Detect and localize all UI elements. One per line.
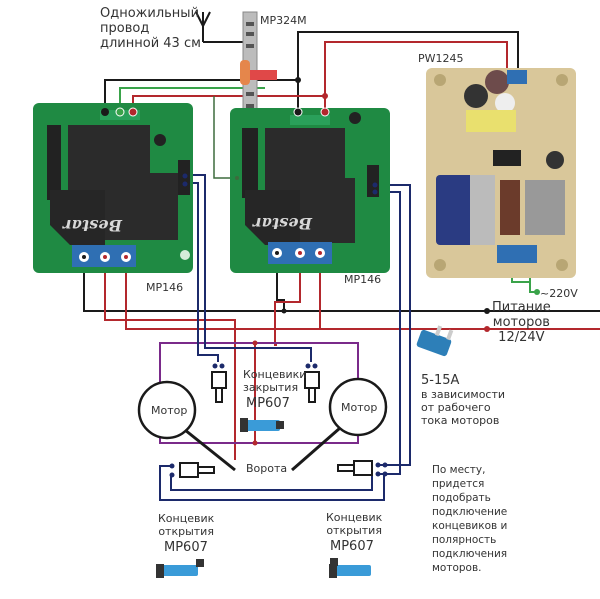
- limit-switch-open-right-icon: [337, 460, 388, 477]
- wire-left-relay-nc: [83, 258, 600, 312]
- wire-navy-bottom-1: [159, 465, 385, 501]
- installation-note: По месту, придется подобрать подключение…: [432, 464, 508, 574]
- wire-navy-right-1: [376, 184, 411, 466]
- motor-right-label: Мотор: [341, 401, 378, 414]
- motor-left-icon: [137, 380, 236, 472]
- wire-right-relay-nc: [276, 252, 285, 311]
- close-switches-label: Концевики закрытия: [243, 368, 307, 394]
- antenna-label: Одножильный провод длинной 43 см: [100, 6, 201, 51]
- wire-left-relay-no: [125, 258, 440, 330]
- fuse-rating-label: 5-15A: [421, 373, 460, 388]
- wire-navy-bottom-2: [170, 476, 373, 491]
- open-switch-left-label: Концевик открытия: [158, 512, 215, 538]
- limit-switch-close-left-icon: [211, 363, 227, 403]
- open-switch-right-label: Концевик открытия: [326, 511, 383, 537]
- receiver-mp324m: [240, 11, 277, 133]
- mp607-photo-open-right-icon: [329, 558, 371, 578]
- motor-power-label: Питание моторов 12/24V: [492, 300, 551, 345]
- relay-board-right: Bestar: [230, 107, 390, 273]
- close-switches-model: MP607: [246, 396, 290, 411]
- gate-label: Ворота: [246, 462, 288, 475]
- wire-black-bus: [104, 79, 298, 108]
- fuse-note-label: в зависимости от рабочего тока моторов: [421, 388, 506, 427]
- psu-label: PW1245: [418, 52, 464, 65]
- wire-red-top: [324, 41, 508, 112]
- receiver-label: MP324M: [260, 14, 307, 27]
- fuse-icon: [416, 325, 454, 357]
- mp607-photo-open-left-icon: [156, 559, 204, 578]
- wire-right-relay-c: [274, 252, 301, 346]
- open-switch-left-model: MP607: [164, 540, 208, 555]
- antenna-icon: [195, 11, 246, 48]
- motor-right-icon: [291, 377, 388, 472]
- mp607-photo-close-icon: [240, 418, 284, 432]
- limit-switch-close-right-icon: [304, 363, 320, 403]
- wire-navy-left-1: [186, 174, 312, 362]
- relay-left-label: MP146: [146, 281, 184, 294]
- wire-black-top: [297, 31, 519, 108]
- relay-right-label: MP146: [344, 273, 382, 286]
- wire-green: [119, 87, 265, 108]
- wire-navy-left-2: [186, 182, 219, 362]
- open-switch-right-model: MP607: [330, 539, 374, 554]
- relay-brand-text: Bestar: [62, 216, 123, 235]
- relay-brand-text-2: Bestar: [252, 214, 313, 233]
- mains-label: ~220V: [540, 287, 578, 300]
- motor-left-label: Мотор: [151, 404, 188, 417]
- power-supply-pw1245: [426, 68, 576, 278]
- limit-switch-open-left-icon: [169, 462, 215, 478]
- relay-board-left: Bestar: [33, 103, 193, 273]
- wire-left-relay-c: [104, 258, 236, 460]
